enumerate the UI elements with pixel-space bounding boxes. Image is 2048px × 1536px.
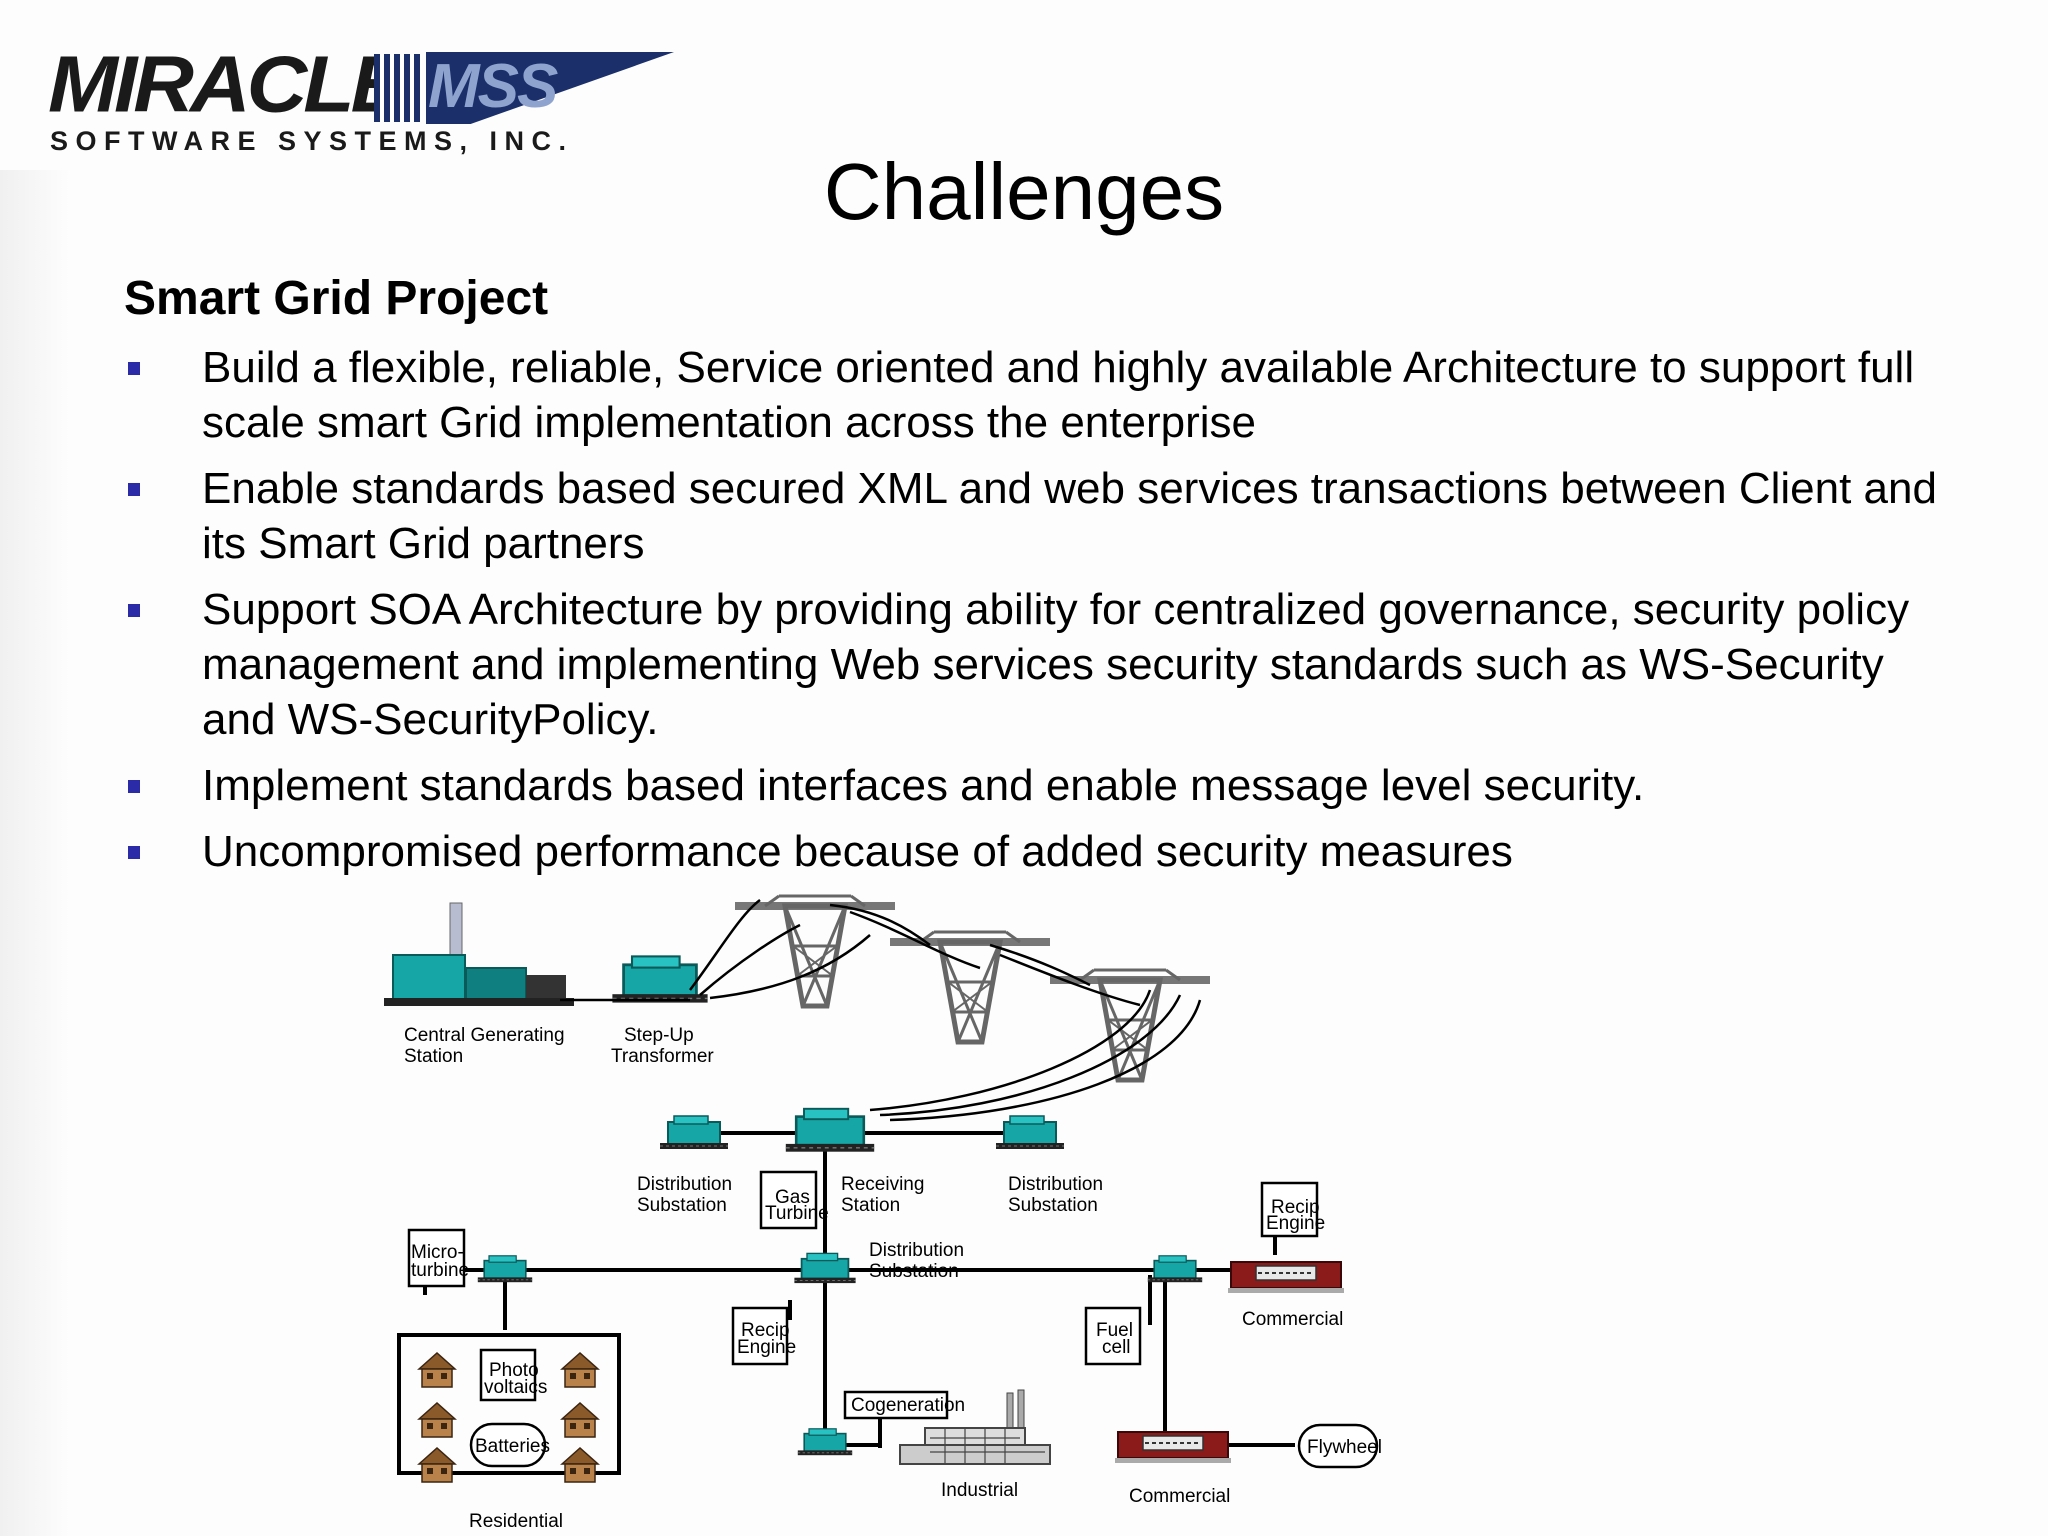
recip-engine-center-label-1: Recip: [741, 1320, 790, 1341]
slide-title: Challenges: [823, 147, 1225, 236]
distribution-substation-right-label-2: Substation: [1008, 1195, 1098, 1216]
house-icon: [418, 1402, 456, 1438]
transmission-tower-icon: [890, 932, 1050, 1042]
house-icon: [418, 1447, 456, 1483]
commercial-top-label: Commercial: [1242, 1309, 1343, 1330]
gas-turbine-label-1: Gas: [775, 1187, 810, 1208]
micro-turbine-transformer-icon: [476, 1255, 534, 1283]
micro-turbine-label-1: Micro-: [411, 1242, 464, 1263]
distribution-substation-left-label-2: Substation: [637, 1195, 727, 1216]
bullet-square-icon: [128, 846, 140, 859]
central-generating-station-label-2: Station: [404, 1046, 463, 1067]
distribution-substation-center-icon: [793, 1252, 857, 1284]
distribution-substation-left-icon: [659, 1115, 729, 1150]
cogeneration-label: Cogeneration: [851, 1395, 965, 1416]
bullet-item: Enable standards based secured XML and w…: [124, 461, 1944, 571]
bullet-square-icon: [128, 362, 140, 375]
bullet-list: Build a flexible, reliable, Service orie…: [124, 340, 1944, 890]
receiving-station-label-2: Station: [841, 1195, 900, 1216]
recip-engine-center-box: [731, 1306, 789, 1366]
recip-engine-center-label-2: Engine: [737, 1337, 796, 1358]
fuel-cell-label-1: Fuel: [1096, 1320, 1133, 1341]
recip-engine-top-box: [1260, 1181, 1319, 1238]
house-icon: [418, 1352, 456, 1388]
receiving-station-label-1: Receiving: [841, 1174, 924, 1195]
bullet-text: Support SOA Architecture by providing ab…: [202, 585, 1910, 744]
commercial-building-top-icon: [1227, 1261, 1345, 1294]
bullet-item: Implement standards based interfaces and…: [124, 758, 1944, 813]
fuel-cell-transformer-icon: [1147, 1255, 1203, 1283]
logo-wordmark: MIRACLE: [48, 39, 407, 129]
commercial-bottom-label: Commercial: [1129, 1486, 1230, 1507]
fuel-cell-label-2: cell: [1102, 1337, 1131, 1358]
recip-engine-top-label-2: Engine: [1266, 1213, 1325, 1234]
bullet-square-icon: [128, 780, 140, 793]
bullet-text: Enable standards based secured XML and w…: [202, 464, 1937, 568]
house-icon: [561, 1447, 599, 1483]
industrial-transformer-icon: [796, 1428, 854, 1456]
logo-badge-text: MSS: [428, 52, 558, 121]
recip-engine-top-label-1: Recip: [1271, 1197, 1320, 1218]
batteries-label: Batteries: [475, 1436, 550, 1457]
bullet-item: Support SOA Architecture by providing ab…: [124, 582, 1944, 747]
central-generating-station-icon: [384, 902, 574, 1006]
batteries-box: [469, 1422, 547, 1468]
bullet-square-icon: [128, 483, 140, 496]
diagram-labels: Central Generating Station Step-Up Trans…: [404, 1025, 1382, 1532]
residential-area: [397, 1333, 621, 1483]
house-icon: [561, 1402, 599, 1438]
fuel-cell-box: [1084, 1306, 1142, 1366]
distribution-substation-left-label-1: Distribution: [637, 1174, 732, 1195]
bullet-item: Uncompromised performance because of add…: [124, 824, 1944, 879]
flywheel-label: Flywheel: [1307, 1437, 1382, 1458]
industrial-label: Industrial: [941, 1480, 1018, 1501]
bullet-text: Build a flexible, reliable, Service orie…: [202, 343, 1915, 447]
transmission-lines: [560, 899, 1202, 1122]
receiving-station-icon: [784, 1107, 876, 1153]
photovoltaics-box: [479, 1348, 537, 1402]
gas-turbine-label-2: Turbine: [765, 1203, 829, 1224]
central-generating-station-label-1: Central Generating: [404, 1025, 565, 1046]
flywheel-box: [1297, 1423, 1379, 1469]
industrial-plant-icon: [899, 1389, 1051, 1465]
step-up-transformer-label-1: Step-Up: [624, 1025, 694, 1046]
bullet-item: Build a flexible, reliable, Service orie…: [124, 340, 1944, 450]
bullet-text: Uncompromised performance because of add…: [202, 827, 1513, 876]
distribution-substation-center-label-2: Substation: [869, 1261, 959, 1282]
photovoltaics-label-1: Photo: [489, 1360, 539, 1381]
photovoltaics-label-2: voltaics: [484, 1377, 547, 1398]
step-up-transformer-icon: [611, 955, 709, 1004]
distribution-substation-center-label-1: Distribution: [869, 1240, 964, 1261]
company-logo: MIRACLE MSS SOFTWARE SYSTEMS, INC.: [48, 39, 674, 162]
logo-stripes: [374, 54, 422, 122]
logo-company-name: SOFTWARE SYSTEMS, INC.: [50, 126, 574, 156]
distribution-substation-right-icon: [995, 1115, 1065, 1150]
cogeneration-box: [843, 1390, 949, 1420]
house-icon: [561, 1352, 599, 1388]
commercial-building-bottom-icon: [1114, 1431, 1232, 1464]
micro-turbine-box: [407, 1228, 466, 1288]
transmission-tower-icon: [1050, 970, 1210, 1080]
section-heading: Smart Grid Project: [124, 272, 549, 325]
residential-label: Residential: [469, 1511, 563, 1532]
bullet-text: Implement standards based interfaces and…: [202, 761, 1645, 810]
micro-turbine-label-2: turbine: [411, 1260, 469, 1281]
bullet-square-icon: [128, 604, 140, 617]
gas-turbine-box: [759, 1170, 818, 1230]
distribution-substation-right-label-1: Distribution: [1008, 1174, 1103, 1195]
step-up-transformer-label-2: Transformer: [611, 1046, 714, 1067]
